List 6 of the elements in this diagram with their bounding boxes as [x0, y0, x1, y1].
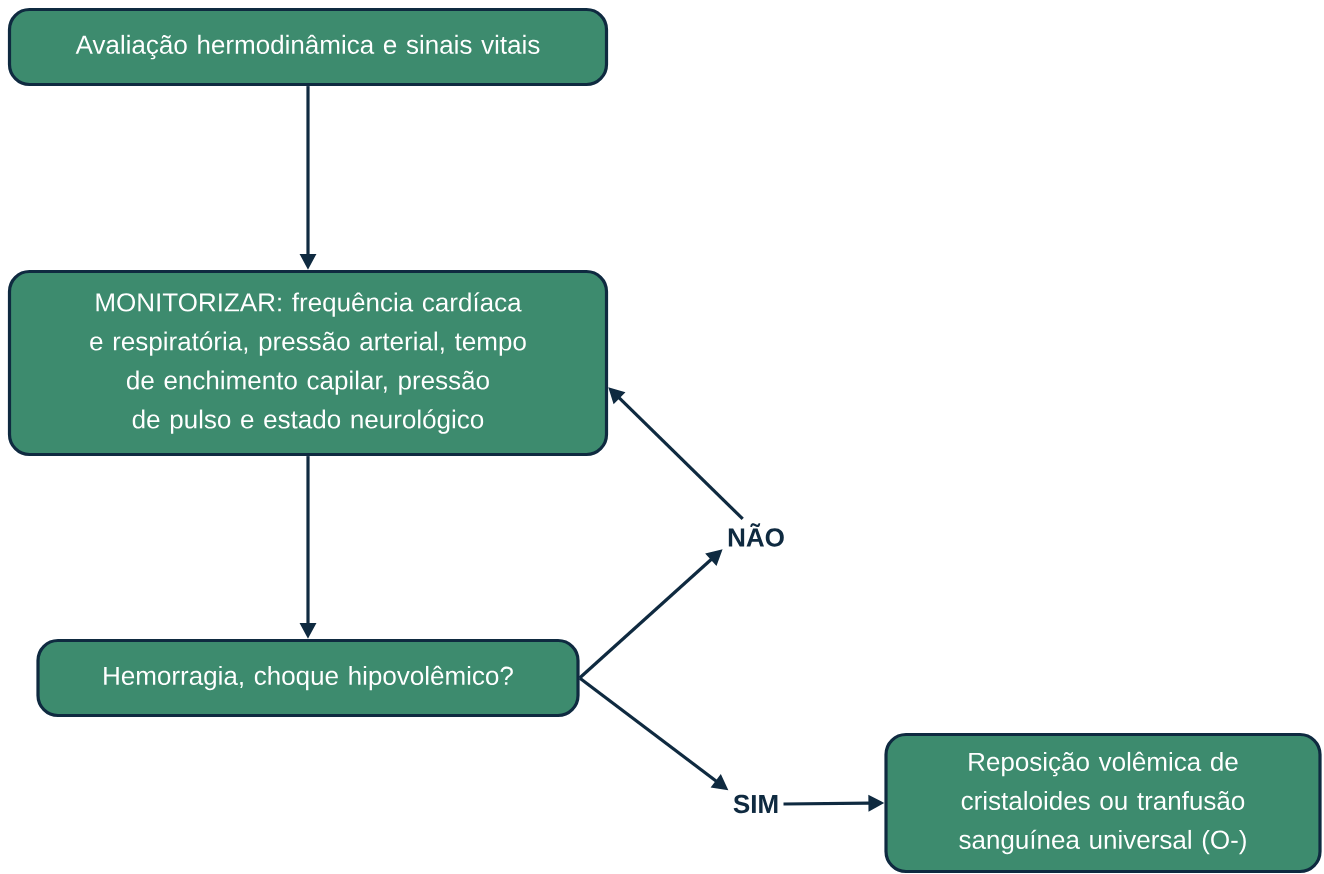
process-box: Hemorragia, choque hipovolêmico?: [36, 638, 580, 718]
process-box: Avaliação hermodinâmica e sinais vitais: [7, 7, 609, 87]
branch-label: NÃO: [728, 523, 784, 547]
process-box: Reposição volêmica de cristaloides ou tranfusão sanguínea universal (O-): [884, 732, 1322, 874]
process-box: MONITORIZAR: frequência cardíaca e respiratória, pressão arterial, tempo de enchimento capilar, pressão de pulso e estado neurológico: [7, 269, 609, 457]
branch-label: SIM: [733, 794, 778, 814]
